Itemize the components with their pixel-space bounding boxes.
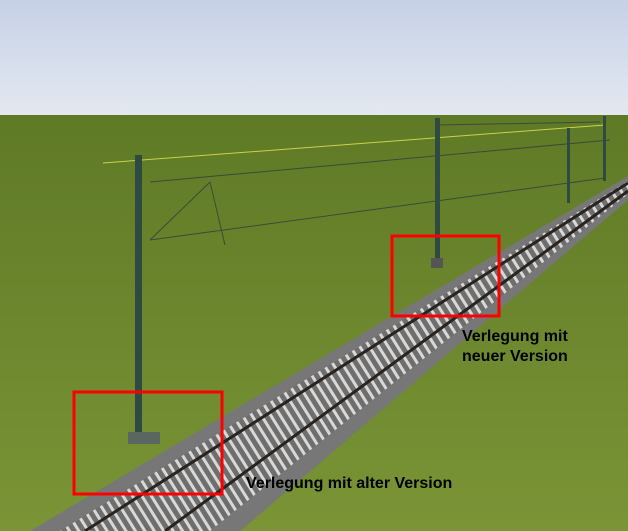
overhead-wires (102, 121, 611, 246)
ground (0, 115, 628, 531)
track-ballast (30, 176, 628, 531)
highlight-new-version (390, 234, 501, 318)
catenary-pole-near (128, 155, 160, 444)
catenary-pole-far-2 (603, 116, 606, 181)
track-sleepers (60, 181, 628, 531)
old-version-label: Verlegung mit alter Version (246, 475, 453, 492)
rail-right (164, 189, 628, 531)
catenary-pole-mid (431, 118, 443, 268)
new-version-label: Verlegung mit neuer Version (462, 327, 568, 367)
rail-left (84, 181, 628, 531)
catenary-pole-far-1 (567, 128, 570, 203)
new-version-line2: neuer Version (462, 348, 568, 365)
highlight-old-version (72, 390, 224, 496)
sky (0, 0, 628, 116)
new-version-line1: Verlegung mit (462, 328, 568, 345)
